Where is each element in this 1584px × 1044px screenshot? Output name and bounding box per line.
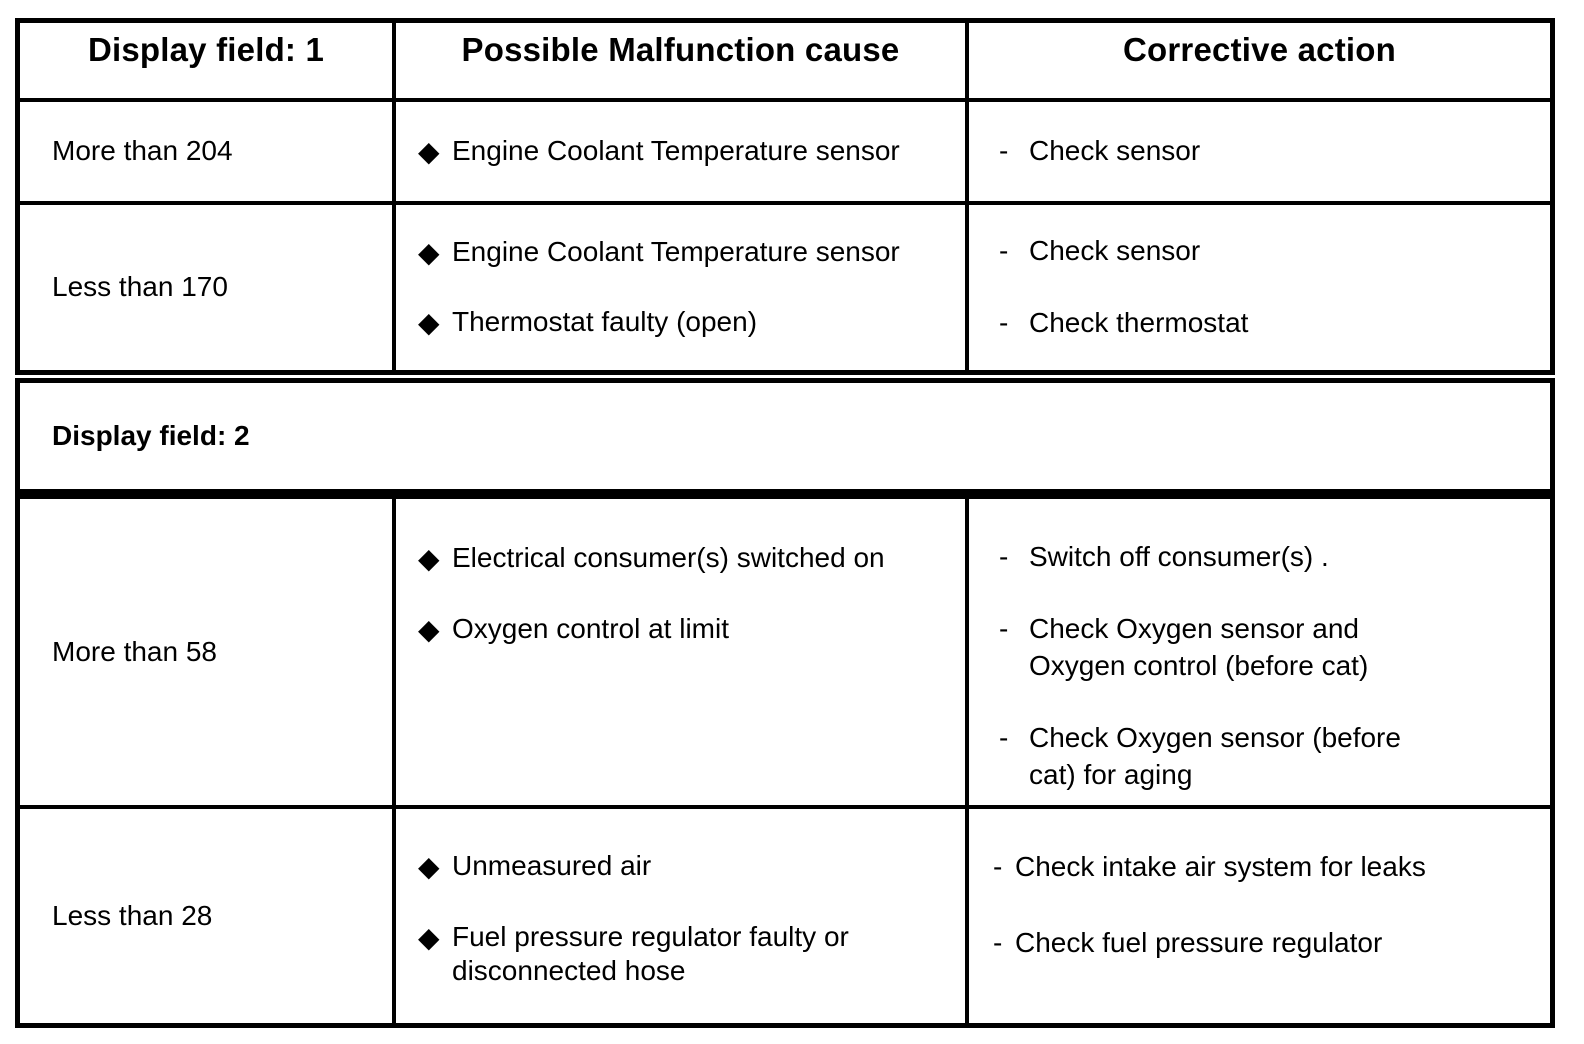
table-row: Display field: 2 — [20, 383, 1550, 489]
list-item: -Check Oxygen sensor and Oxygen control … — [999, 611, 1550, 684]
cell-corrective-action: -Check intake air system for leaks -Chec… — [965, 808, 1550, 1023]
header-cell-corrective-action: Corrective action — [965, 23, 1550, 98]
field-value-text: More than 58 — [52, 635, 217, 667]
cell-malfunction-cause: ◆ Engine Coolant Temperature sensor ◆ Ther… — [392, 204, 965, 370]
cause-list: ◆ Unmeasured air ◆ Fuel pressure regulator… — [396, 849, 965, 989]
black-diamond-icon: ◆ — [418, 135, 440, 167]
black-diamond-icon: ◆ — [418, 921, 440, 953]
table-header-row: Display field: 1 Possible Malfunction ca… — [20, 23, 1550, 98]
list-item: -Check Oxygen sensor (before cat) for ag… — [999, 720, 1550, 793]
list-item: -Check fuel pressure regulator — [993, 925, 1550, 961]
display-field-2-band: Display field: 2 — [15, 378, 1555, 494]
black-diamond-icon: ◆ — [418, 850, 440, 882]
black-diamond-icon: ◆ — [418, 236, 440, 268]
list-item: -Check sensor — [999, 133, 1550, 169]
action-text: Check sensor — [1029, 135, 1201, 167]
action-list: -Check sensor -Check thermostat — [969, 233, 1550, 342]
list-item: -Switch off consumer(s) . — [999, 539, 1550, 575]
field-value-text: Less than 170 — [52, 271, 228, 303]
cell-display-field-value: Less than 28 — [20, 809, 392, 1023]
black-diamond-icon: ◆ — [418, 543, 440, 574]
cause-list: ◆ Electrical consumer(s) switched on ◆ Oxy… — [396, 541, 965, 646]
action-text: Check sensor — [1029, 235, 1201, 267]
action-text: Check fuel pressure regulator — [1015, 927, 1383, 959]
cause-text: Engine Coolant Temperature sensor — [452, 134, 900, 166]
dash-icon: - — [999, 135, 1009, 167]
action-list: -Switch off consumer(s) . -Check Oxygen … — [969, 539, 1550, 793]
table-row: Less than 28 ◆ Unmeasured air ◆ Fuel press… — [20, 804, 1550, 1023]
cause-text: Electrical consumer(s) switched on — [452, 542, 885, 573]
action-text: Check intake air system for leaks — [1015, 850, 1426, 882]
table-row: More than 204 ◆ Engine Coolant Temperatur… — [20, 97, 1550, 201]
header-cell-malfunction-cause: Possible Malfunction cause — [392, 23, 965, 98]
cause-text: Unmeasured air — [452, 849, 652, 881]
cell-corrective-action: -Check sensor -Check thermostat — [965, 204, 1550, 370]
cell-display-field-value: More than 204 — [20, 102, 392, 201]
list-item: ◆ Thermostat faulty (open) — [418, 305, 965, 340]
cell-corrective-action: -Check sensor — [965, 101, 1550, 201]
cell-malfunction-cause: ◆ Electrical consumer(s) switched on ◆ Oxy… — [392, 499, 965, 805]
table-row: More than 58 ◆ Electrical consumer(s) swi… — [20, 499, 1550, 805]
black-diamond-icon: ◆ — [418, 307, 440, 339]
dash-icon: - — [993, 850, 1003, 882]
cell-malfunction-cause: ◆ Engine Coolant Temperature sensor — [392, 101, 965, 201]
dash-icon: - — [999, 541, 1009, 572]
cell-display-field-value: Less than 170 — [20, 205, 392, 370]
list-item: ◆ Engine Coolant Temperature sensor — [418, 134, 965, 169]
list-item: ◆ Fuel pressure regulator faulty or disco… — [418, 920, 965, 989]
list-item: ◆ Electrical consumer(s) switched on — [418, 541, 965, 576]
cause-text: Engine Coolant Temperature sensor — [452, 235, 900, 267]
list-item: ◆ Unmeasured air — [418, 849, 965, 884]
action-list: -Check intake air system for leaks -Chec… — [969, 849, 1550, 1002]
black-diamond-icon: ◆ — [418, 613, 440, 645]
cell-malfunction-cause: ◆ Unmeasured air ◆ Fuel pressure regulator… — [392, 808, 965, 1023]
header-malfunction-cause-label: Possible Malfunction cause — [461, 31, 900, 68]
action-text: Check Oxygen sensor and Oxygen control (… — [1029, 613, 1369, 681]
section-label-text: Display field: 2 — [52, 420, 250, 451]
list-item: ◆ Engine Coolant Temperature sensor — [418, 235, 965, 270]
list-item: ◆ Oxygen control at limit — [418, 612, 965, 647]
cell-corrective-action: -Switch off consumer(s) . -Check Oxygen … — [965, 499, 1550, 805]
cell-section-label: Display field: 2 — [20, 383, 1550, 489]
cell-display-field-value: More than 58 — [20, 499, 392, 805]
cause-list: ◆ Engine Coolant Temperature sensor — [396, 134, 965, 169]
cause-text: Thermostat faulty (open) — [452, 306, 758, 338]
action-text: Check thermostat — [1029, 307, 1249, 339]
field-value-text: Less than 28 — [52, 899, 213, 931]
list-item: -Check thermostat — [999, 305, 1550, 341]
dash-icon: - — [999, 613, 1009, 645]
cause-text: Fuel pressure regulator faulty or discon… — [452, 920, 849, 987]
dash-icon: - — [999, 235, 1009, 267]
header-cell-display-field: Display field: 1 — [20, 23, 392, 98]
action-text: Switch off consumer(s) . — [1029, 541, 1329, 572]
action-text: Check Oxygen sensor (before cat) for agi… — [1029, 722, 1401, 790]
cause-list: ◆ Engine Coolant Temperature sensor ◆ Ther… — [396, 235, 965, 340]
cause-text: Oxygen control at limit — [452, 612, 729, 644]
action-list: -Check sensor — [969, 133, 1550, 169]
list-item: -Check intake air system for leaks — [993, 849, 1550, 885]
dash-icon: - — [999, 722, 1009, 754]
field-value-text: More than 204 — [52, 135, 233, 167]
table-row: Less than 170 ◆ Engine Coolant Temperatur… — [20, 200, 1550, 370]
header-display-field-label: Display field: 1 — [87, 31, 325, 68]
list-item: -Check sensor — [999, 233, 1550, 269]
dash-icon: - — [993, 927, 1003, 959]
header-corrective-action-label: Corrective action — [1123, 31, 1396, 68]
display-field-1-table: Display field: 1 Possible Malfunction ca… — [15, 18, 1555, 375]
dash-icon: - — [999, 307, 1009, 339]
display-field-2-table: More than 58 ◆ Electrical consumer(s) swi… — [15, 494, 1555, 1028]
